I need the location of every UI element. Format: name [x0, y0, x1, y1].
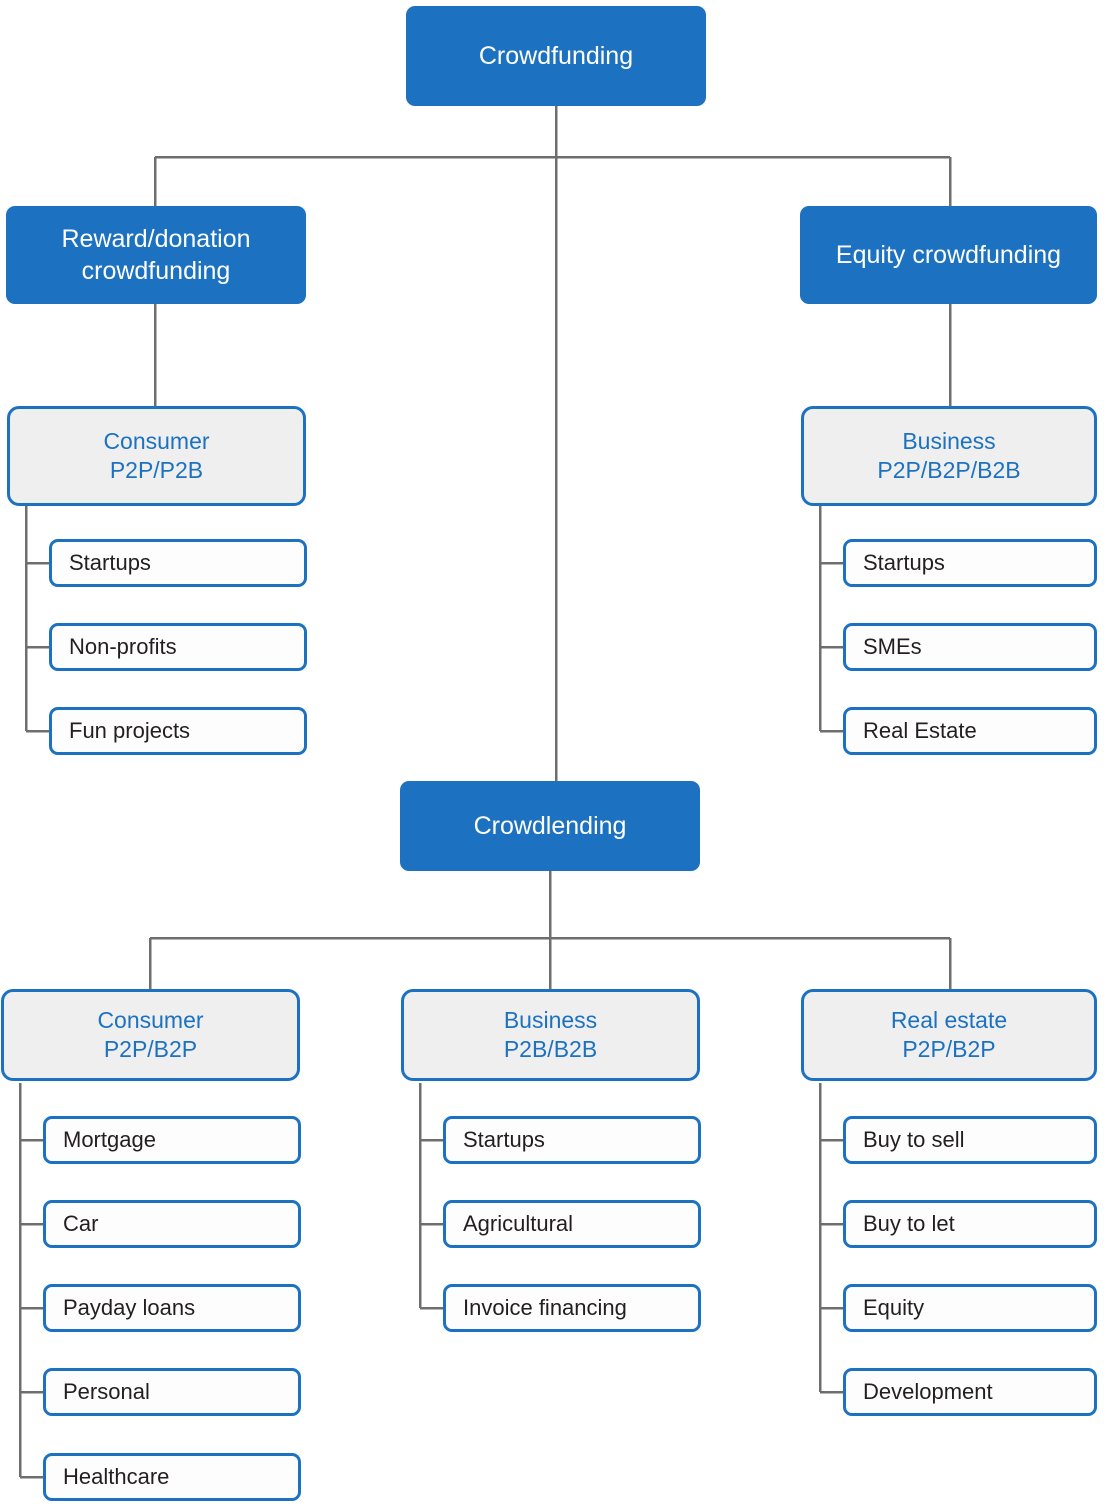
leaf-buy-to-let[interactable]: Buy to let — [843, 1200, 1097, 1248]
node-reward-donation-crowdfunding[interactable]: Reward/donation crowdfunding — [6, 206, 306, 304]
leaf-label: Fun projects — [69, 717, 191, 743]
leaf-label: Personal — [63, 1378, 150, 1404]
leaf-smes[interactable]: SMEs — [843, 623, 1097, 671]
leaf-mortgage[interactable]: Mortgage — [43, 1116, 301, 1164]
node-label: Crowdlending — [473, 812, 627, 840]
node-label-line2: P2B/B2B — [503, 1036, 598, 1062]
leaf-invoice-financing[interactable]: Invoice financing — [443, 1284, 701, 1332]
node-label-line1: Consumer — [103, 427, 210, 454]
leaf-payday-loans[interactable]: Payday loans — [43, 1284, 301, 1332]
node-label: Equity crowdfunding — [835, 241, 1062, 269]
node-business-p2p-b2p-b2b[interactable]: Business P2P/B2P/B2B — [801, 406, 1097, 506]
leaf-non-profits[interactable]: Non-profits — [49, 623, 307, 671]
node-label-line2: P2P/B2P — [103, 1036, 198, 1062]
leaf-label: Payday loans — [63, 1294, 196, 1320]
leaf-label: Healthcare — [63, 1463, 170, 1489]
node-consumer-p2p-b2p[interactable]: Consumer P2P/B2P — [1, 989, 300, 1081]
leaf-label: Equity — [863, 1294, 925, 1320]
node-equity-crowdfunding[interactable]: Equity crowdfunding — [800, 206, 1097, 304]
node-crowdfunding[interactable]: Crowdfunding — [406, 6, 706, 106]
node-label-line1: Consumer — [97, 1006, 204, 1033]
leaf-startups[interactable]: Startups — [49, 539, 307, 587]
node-label-line1: Business — [503, 1006, 598, 1033]
node-label-line2: crowdfunding — [81, 257, 231, 285]
node-label-line1: Real estate — [890, 1006, 1008, 1033]
leaf-startups[interactable]: Startups — [843, 539, 1097, 587]
leaf-fun-projects[interactable]: Fun projects — [49, 707, 307, 755]
leaf-healthcare[interactable]: Healthcare — [43, 1453, 301, 1501]
leaf-label: Buy to let — [863, 1210, 955, 1236]
leaf-label: Development — [863, 1378, 993, 1404]
node-real-estate-p2p-b2p[interactable]: Real estate P2P/B2P — [801, 989, 1097, 1081]
leaf-label: Mortgage — [63, 1126, 156, 1152]
leaf-label: Agricultural — [463, 1210, 574, 1236]
leaf-label: Buy to sell — [863, 1126, 965, 1152]
node-label-line2: P2P/P2B — [109, 457, 204, 483]
leaf-label: Startups — [69, 549, 151, 575]
node-label-line2: P2P/B2P — [902, 1036, 996, 1062]
leaf-label: Car — [63, 1210, 99, 1236]
node-label-line2: P2P/B2P/B2B — [877, 457, 1021, 483]
leaf-label: SMEs — [863, 633, 922, 659]
leaf-equity[interactable]: Equity — [843, 1284, 1097, 1332]
leaf-startups[interactable]: Startups — [443, 1116, 701, 1164]
leaf-buy-to-sell[interactable]: Buy to sell — [843, 1116, 1097, 1164]
leaf-car[interactable]: Car — [43, 1200, 301, 1248]
leaf-development[interactable]: Development — [843, 1368, 1097, 1416]
leaf-agricultural[interactable]: Agricultural — [443, 1200, 701, 1248]
node-crowdlending[interactable]: Crowdlending — [400, 781, 700, 871]
node-label: Crowdfunding — [478, 42, 634, 70]
leaf-personal[interactable]: Personal — [43, 1368, 301, 1416]
node-consumer-p2p-p2b[interactable]: Consumer P2P/P2B — [7, 406, 306, 506]
leaf-real-estate[interactable]: Real Estate — [843, 707, 1097, 755]
leaf-label: Startups — [863, 549, 945, 575]
leaf-label: Non-profits — [69, 633, 177, 659]
node-label-line1: Business — [902, 427, 996, 454]
leaf-label: Real Estate — [863, 717, 977, 743]
leaf-label: Startups — [463, 1126, 545, 1152]
node-business-p2b-b2b[interactable]: Business P2B/B2B — [401, 989, 700, 1081]
leaf-label: Invoice financing — [463, 1294, 627, 1320]
node-label-line1: Reward/donation — [61, 225, 251, 253]
